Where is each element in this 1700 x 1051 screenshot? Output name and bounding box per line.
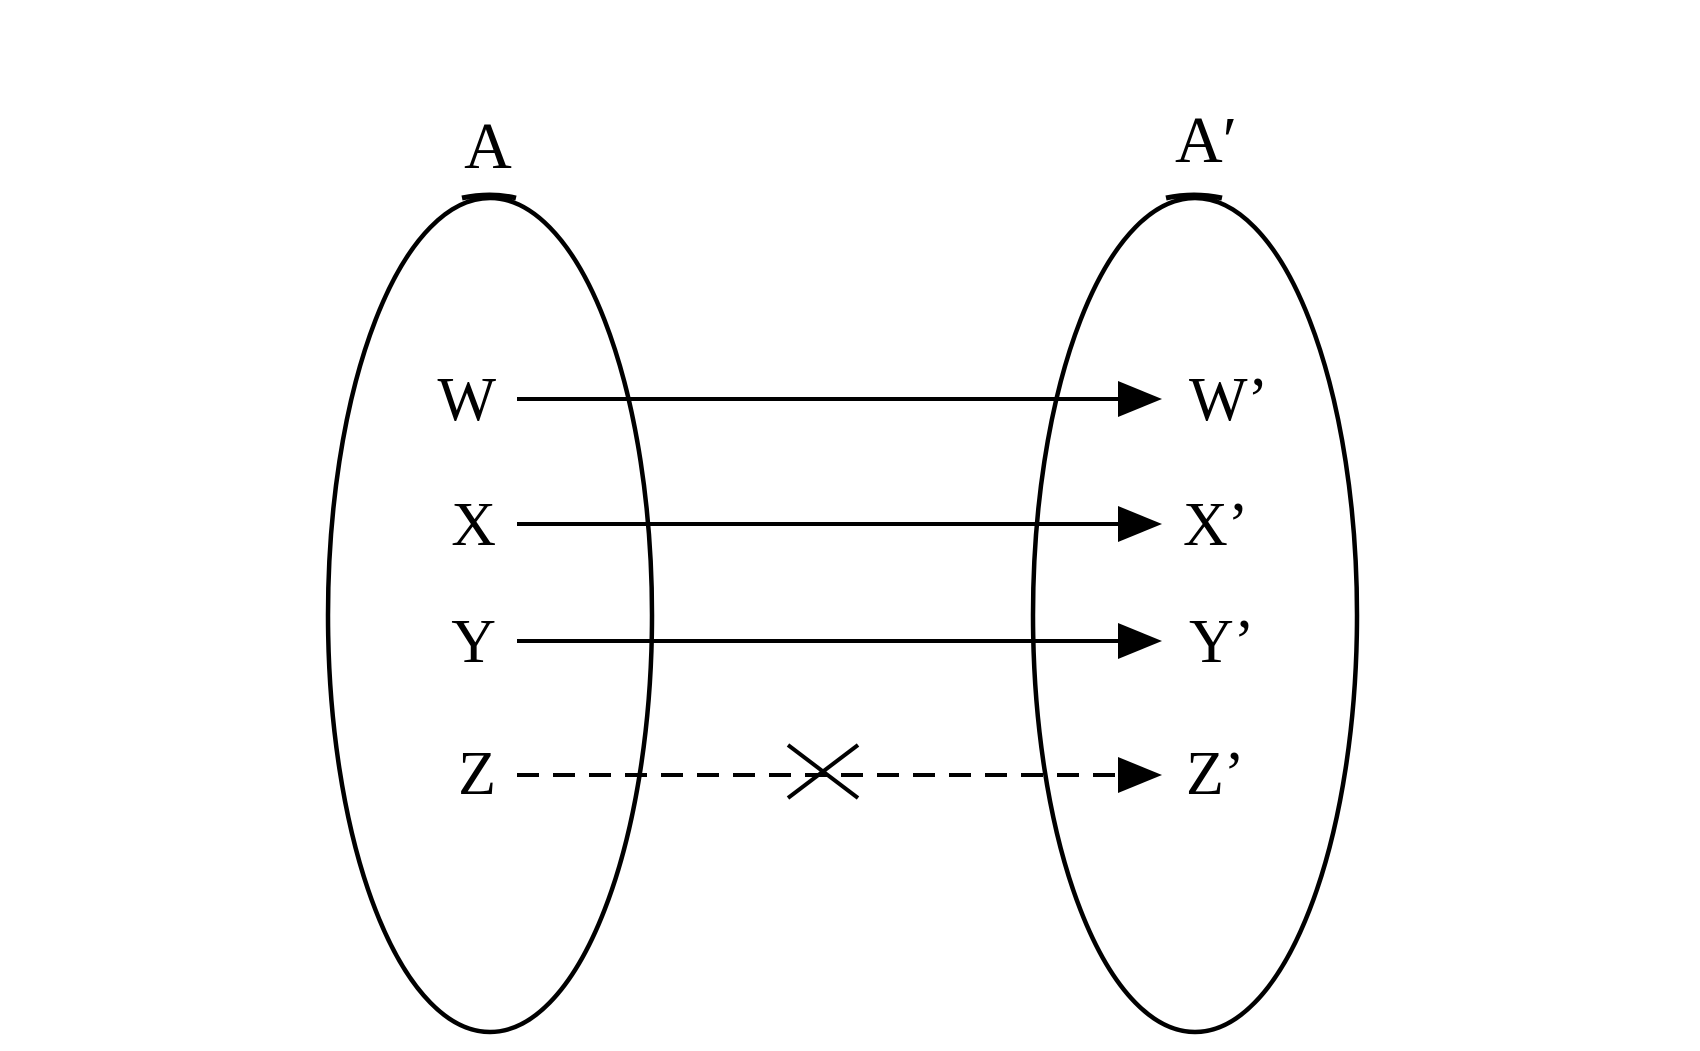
arrow-head-w (1118, 381, 1162, 417)
domain-element-z: Z (458, 740, 496, 808)
mapping-arrows (517, 381, 1162, 800)
codomain-ellipse-top-mark (1165, 192, 1223, 201)
arrow-head-z (1118, 757, 1162, 793)
domain-element-w: W (437, 366, 496, 434)
codomain-element-y: Y’ (1189, 608, 1254, 676)
codomain-element-w: W’ (1189, 366, 1268, 434)
domain-set: A W X Y Z (325, 110, 655, 1035)
blocked-cross-mark (786, 743, 860, 800)
domain-set-title: A (464, 110, 512, 183)
codomain-set-title: A′ (1175, 104, 1237, 177)
codomain-element-z: Z’ (1186, 740, 1245, 808)
domain-set-ellipse (325, 195, 655, 1035)
domain-element-x: X (451, 491, 496, 559)
arrow-head-x (1118, 506, 1162, 542)
domain-element-y: Y (451, 608, 496, 676)
domain-ellipse-top-mark (461, 192, 517, 201)
codomain-set-ellipse (1030, 195, 1360, 1035)
codomain-set: A′ W’ X’ Y’ Z’ (1030, 104, 1360, 1035)
arrow-head-y (1118, 623, 1162, 659)
codomain-element-x: X’ (1183, 491, 1248, 559)
